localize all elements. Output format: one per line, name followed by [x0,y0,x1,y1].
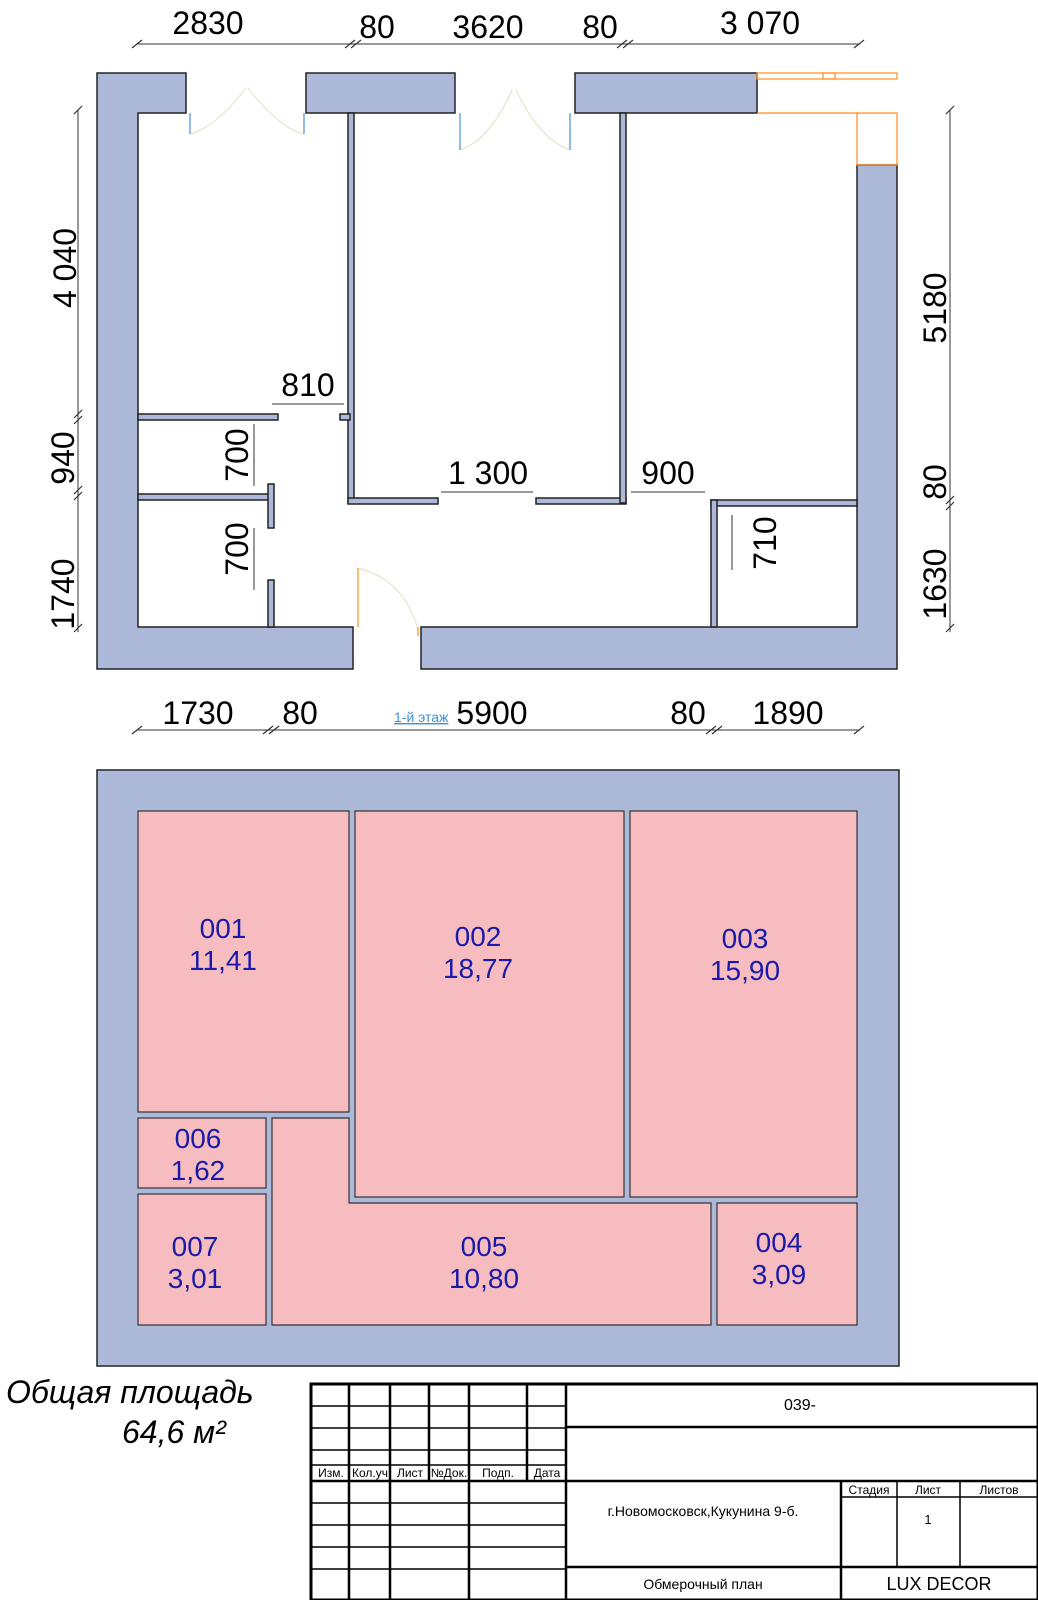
wall-right-bottom [420,164,898,670]
room-005-area: 10,80 [449,1263,519,1294]
dim-top-1: 80 [359,9,395,45]
dim-top-2: 3620 [452,9,523,45]
room-007-id: 007 [172,1231,219,1262]
room-006 [137,1117,267,1189]
partition-10 [267,579,275,628]
room-003 [629,810,858,1198]
door-arc-4 [515,89,571,151]
partition-8 [137,493,273,501]
title-block-texts: 039- Изм. Кол.уч Лист №Док. Подп. Дата г… [318,1397,1018,1594]
dim-1300: 1 300 [448,455,528,491]
room-004-area: 3,09 [752,1259,807,1290]
partition-1 [347,112,355,504]
tb-company: LUX DECOR [886,1574,991,1594]
tb-sheet-number: 1 [924,1512,931,1527]
tb-sheets-header: Листов [980,1483,1019,1497]
room-006-id: 006 [175,1123,222,1154]
tb-col-doc: №Док. [431,1466,467,1480]
tb-col-data: Дата [534,1466,561,1480]
dim-right-0: 5180 [917,272,953,343]
total-area: Общая площадь 64,6 м² [6,1372,254,1452]
dim-top-4: 3 070 [720,5,800,41]
dim-700-a: 700 [219,428,255,481]
room-004-id: 004 [756,1227,803,1258]
dim-bottom-0: 1730 [162,695,233,731]
dim-top-0: 2830 [172,5,243,41]
walls-top-plan [96,72,898,670]
room-004 [716,1202,858,1326]
dim-right-2: 1630 [917,548,953,619]
dim-top-3: 80 [582,9,618,45]
room-005 [271,1117,712,1326]
room-002-area: 18,77 [443,953,513,984]
outer-wall [96,72,456,670]
floor-link[interactable]: 1-й этаж [394,709,449,725]
total-area-label: Общая площадь [6,1374,254,1410]
dim-left-0: 4 040 [47,228,83,308]
room-005-id: 005 [461,1231,508,1262]
door-arc-3 [459,89,513,151]
tb-address: г.Новомосковск,Кукунина 9-б. [608,1503,799,1519]
dimension-lines [77,43,951,731]
wall-top-right [574,72,758,114]
doors-top-plan [189,72,898,636]
room-003-area: 15,90 [710,955,780,986]
partition-4 [619,112,627,504]
dim-bottom-3: 80 [670,695,706,731]
dim-bottom-4: 1890 [752,695,823,731]
room-labels: 001 11,41 002 18,77 003 15,90 006 1,62 0… [168,913,807,1294]
rooms [137,810,858,1326]
total-area-value: 64,6 м² [122,1414,226,1450]
door-arc-2 [247,87,305,135]
partition-9 [267,483,275,529]
tb-col-kol: Кол.уч [352,1466,388,1480]
dim-bottom-1: 80 [282,695,318,731]
dim-700-b: 700 [219,522,255,575]
dim-right-1: 80 [917,464,953,500]
partition-2 [347,497,439,505]
partition-6 [710,499,718,628]
tb-sheet-header: Лист [915,1483,942,1497]
partition-5 [710,499,858,507]
partition-3 [535,497,627,505]
dimension-texts: 2830 80 3620 80 3 070 1730 80 5900 80 18… [45,5,953,731]
dim-left-1: 940 [45,431,81,484]
room-006-area: 1,62 [171,1155,226,1186]
dim-bottom-2: 5900 [456,695,527,731]
room-001-area: 11,41 [189,945,257,976]
tb-stage-header: Стадия [849,1483,890,1497]
partition-7 [137,413,279,421]
room-007 [137,1193,267,1326]
dimension-ticks [73,39,955,735]
title-block [309,1382,1038,1600]
window-top-right [756,72,898,166]
dim-810: 810 [281,367,334,403]
room-002-id: 002 [455,921,502,952]
door-arc-1 [189,87,247,135]
partition-11 [339,413,351,421]
room-002 [354,810,625,1198]
room-003-id: 003 [722,923,769,954]
dim-left-2: 1740 [45,558,81,629]
room-001 [137,810,350,1113]
dim-710: 710 [747,516,783,569]
tb-col-podp: Подп. [482,1466,514,1480]
tb-drawing-name: Обмерочный план [643,1576,762,1592]
room-007-area: 3,01 [168,1263,223,1294]
tb-col-list: Лист [397,1466,424,1480]
tb-code: 039- [784,1397,816,1414]
room-001-id: 001 [200,913,247,944]
dim-900: 900 [641,455,694,491]
tb-col-izm: Изм. [318,1466,344,1480]
door-arc-entry [357,567,419,631]
